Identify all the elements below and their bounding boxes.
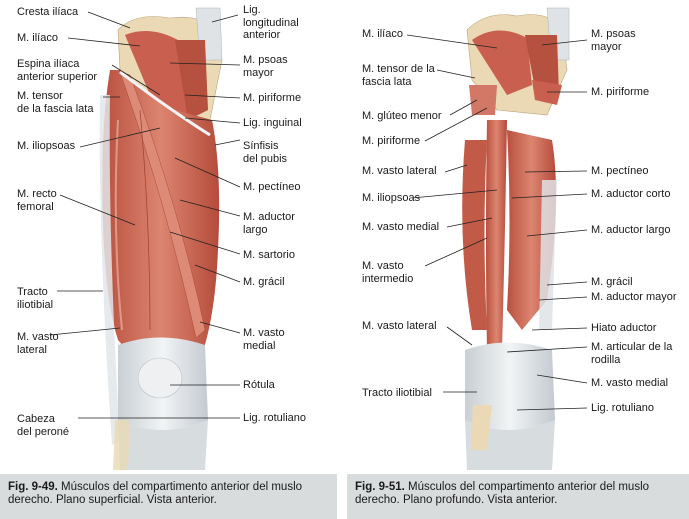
label-m-piriforme: M. piriforme [243, 92, 302, 104]
figure-number: Fig. 9-49. [8, 481, 58, 493]
label-m-aductor-mayor: M. aductor mayor [591, 291, 677, 303]
label-m-iliaco-deep: M. ilíaco [362, 28, 403, 40]
label-m-vasto-medial-left: M. vasto medial [362, 221, 440, 233]
label-m-aductor-largo-deep: M. aductor largo [591, 224, 671, 236]
label-lig-rotuliano: Lig. rotuliano [243, 412, 306, 424]
label-m-iliopsoas-deep: M. iliopsoas [362, 192, 421, 204]
label-m-aductor-largo: M. aductor largo [243, 211, 295, 236]
label-m-vasto-intermedio: M. vasto intermedio [362, 260, 414, 285]
label-cabeza-perone: Cabeza del peroné [17, 413, 69, 438]
figure-9-51: M. ilíaco M. tensor de la fascia lata M.… [347, 0, 689, 519]
label-m-gluteo-menor: M. glúteo menor [362, 110, 442, 122]
label-m-tensor-deep: M. tensor de la fascia lata [362, 63, 435, 88]
label-m-recto-femoral: M. recto femoral [17, 188, 57, 213]
figure-caption-deep: Fig. 9-51. Músculos del compartimento an… [347, 474, 689, 519]
figure-caption-text-deep: Músculos del compartimento anterior del … [355, 481, 650, 506]
label-m-gracil-deep: M. grácil [591, 276, 633, 288]
label-m-vasto-lateral: M. vasto lateral [17, 331, 59, 356]
label-tracto-iliotibial: Tracto iliotibial [17, 286, 54, 311]
label-lig-longitudinal: Lig. longitudinal anterior [243, 4, 299, 41]
label-tracto-iliotibial-deep: Tracto iliotibial [362, 387, 432, 399]
label-m-pectineo: M. pectíneo [243, 181, 301, 193]
label-m-psoas-mayor-deep: M. psoas mayor [591, 28, 636, 53]
label-espina-iliaca: Espina ilíaca anterior superior [17, 58, 98, 83]
figure-caption: Fig. 9-49. Músculos del compartimento an… [0, 474, 337, 519]
label-hiato-aductor: Hiato aductor [591, 322, 657, 334]
figure-caption-text: Músculos del compartimento anterior del … [8, 481, 303, 506]
label-m-psoas-mayor: M. psoas mayor [243, 54, 288, 79]
label-m-vasto-medial: M. vasto medial [243, 327, 285, 352]
anatomy-illustration-superficial [49, 7, 241, 470]
label-m-vasto-lateral-low: M. vasto lateral [362, 320, 437, 332]
figure-9-49: Cresta ilíaca M. ilíaco Espina ilíaca an… [0, 0, 337, 519]
label-sinfisis-pubis: Sínfisis del pubis [243, 140, 288, 165]
label-m-aductor-corto: M. aductor corto [591, 188, 671, 200]
label-m-vasto-lateral-top: M. vasto lateral [362, 165, 437, 177]
label-cresta-iliaca: Cresta ilíaca [17, 6, 79, 18]
anatomy-illustration-deep [406, 7, 588, 470]
label-m-piriforme-right-deep: M. piriforme [591, 86, 650, 98]
label-m-tensor: M. tensor de la fascia lata [17, 90, 94, 115]
figure-number-deep: Fig. 9-51. [355, 481, 405, 493]
label-m-gracil: M. grácil [243, 276, 285, 288]
label-m-vasto-medial-right: M. vasto medial [591, 377, 669, 389]
label-m-iliopsoas: M. iliopsoas [17, 140, 76, 152]
label-m-piriforme-left-deep: M. piriforme [362, 135, 421, 147]
label-lig-rotuliano-deep: Lig. rotuliano [591, 402, 654, 414]
label-m-articular-rodilla: M. articular de la rodilla [591, 341, 673, 366]
label-m-pectineo-deep: M. pectíneo [591, 165, 649, 177]
label-m-sartorio: M. sartorio [243, 249, 295, 261]
label-lig-inguinal: Lig. inguinal [243, 117, 302, 129]
label-m-iliaco: M. ilíaco [17, 32, 58, 44]
label-rotula: Rótula [243, 379, 275, 391]
